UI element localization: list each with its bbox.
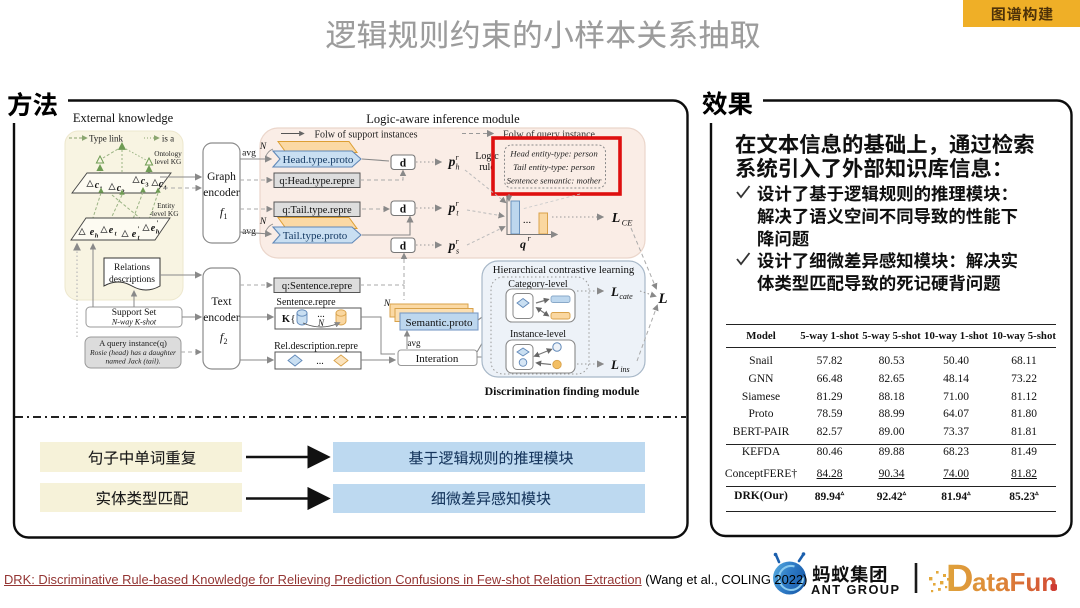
svg-text:2: 2 [224,337,228,346]
svg-text:q:Tail.type.repre: q:Tail.type.repre [282,205,352,216]
svg-text:avg: avg [408,338,421,348]
svg-text:L: L [610,284,619,299]
svg-text:e: e [109,225,114,236]
svg-text:p: p [448,238,456,253]
svg-text:N: N [259,217,267,227]
svg-text:d: d [400,158,407,170]
svg-text:level KG: level KG [155,157,182,166]
svg-text:e: e [90,227,95,238]
svg-text:encoder: encoder [203,187,240,199]
svg-text:r: r [455,237,459,246]
svg-text:avg: avg [242,149,256,159]
svg-text:is a: is a [162,134,174,144]
svg-text:f: f [220,205,225,219]
svg-text:t: t [138,235,140,242]
svg-text:Folw of query instance: Folw of query instance [503,130,595,141]
svg-text:q:Head.type.repre: q:Head.type.repre [279,176,355,187]
svg-text:Type link: Type link [89,134,124,144]
svg-text:Logic: Logic [475,151,499,162]
svg-text:Ontology: Ontology [154,149,182,158]
svg-text:L: L [610,357,619,372]
svg-text:c: c [159,179,164,190]
svg-text:...: ... [317,309,325,320]
svg-text:h: h [95,233,99,240]
svg-text:Text: Text [211,296,232,308]
svg-text:d: d [400,241,407,253]
svg-text:-level KG: -level KG [150,209,180,218]
svg-text:Head entity-type: person: Head entity-type: person [509,149,598,159]
svg-text:CE: CE [622,218,634,228]
svg-text:avg: avg [242,227,256,237]
svg-text:Logic-aware inference module: Logic-aware inference module [366,112,520,126]
svg-text:Entity: Entity [157,201,175,210]
svg-text:c: c [141,176,146,187]
svg-text:Head.type.proto: Head.type.proto [283,154,354,166]
svg-text:descriptions: descriptions [109,275,155,285]
svg-text:t: t [115,231,117,238]
svg-text:N: N [383,299,391,309]
svg-text:Rel.description.repre: Rel.description.repre [274,341,358,352]
svg-text:e: e [132,229,137,240]
svg-text:r: r [455,153,459,162]
svg-text:...: ... [523,214,532,226]
svg-text:h: h [456,163,460,172]
svg-text:r: r [455,199,459,208]
svg-text:K: K [282,314,291,325]
svg-text:q: q [520,237,526,251]
svg-text:rule: rule [479,162,495,173]
svg-text:t: t [456,209,459,218]
svg-text:q:Sentence.repre: q:Sentence.repre [282,281,353,292]
svg-text:p: p [448,154,456,169]
svg-text:Support Set: Support Set [112,308,157,318]
svg-text:d: d [400,204,407,216]
svg-text:': ' [157,220,159,228]
svg-text:N-way K-shot: N-way K-shot [111,318,157,327]
svg-text:Relations: Relations [114,263,150,273]
svg-text:Category-level: Category-level [508,279,568,290]
svg-text:Sentence.repre: Sentence.repre [276,297,336,308]
svg-text:Tail entity-type: person: Tail entity-type: person [513,162,595,172]
svg-text:Semantic.proto: Semantic.proto [406,317,473,329]
svg-text:encoder: encoder [203,312,240,324]
svg-text:L: L [657,291,667,307]
svg-text:cate: cate [619,292,633,301]
svg-text:e: e [151,223,156,234]
svg-text:1: 1 [224,212,228,221]
svg-text:External knowledge: External knowledge [73,111,174,125]
svg-text:': ' [138,226,140,234]
svg-text:f: f [220,330,225,344]
svg-text:c: c [117,183,122,194]
svg-text:L: L [611,211,621,226]
svg-text:Hierarchical contrastive learn: Hierarchical contrastive learning [493,264,635,276]
svg-text:Sentence semantic: mother: Sentence semantic: mother [507,176,602,186]
svg-text:N: N [317,318,325,328]
svg-text:DataFun: DataFun [946,558,1057,600]
svg-text:Folw of support instances: Folw of support instances [314,130,417,141]
svg-text:{: { [290,313,295,325]
svg-text:N: N [259,142,267,152]
svg-text:Tail.type.proto: Tail.type.proto [283,230,348,242]
svg-text:3: 3 [145,182,149,189]
svg-text:p: p [448,200,456,215]
svg-text:Graph: Graph [207,171,236,183]
svg-text:Rosie (head) has a daughter: Rosie (head) has a daughter [89,348,176,357]
svg-text:Instance-level: Instance-level [510,329,566,340]
svg-text:c: c [95,180,100,191]
svg-text:named Jack (tail).: named Jack (tail). [105,357,160,366]
svg-text:ins: ins [620,365,629,374]
svg-text:s: s [456,247,459,256]
svg-text:r: r [527,234,531,243]
svg-text:Discrimination finding module: Discrimination finding module [485,384,640,398]
svg-text:A query instance(q): A query instance(q) [99,338,167,348]
svg-text:...: ... [316,356,324,367]
svg-text:h: h [156,229,160,236]
svg-text:Interation: Interation [416,353,459,365]
svg-text:ANT GROUP: ANT GROUP [811,582,900,597]
